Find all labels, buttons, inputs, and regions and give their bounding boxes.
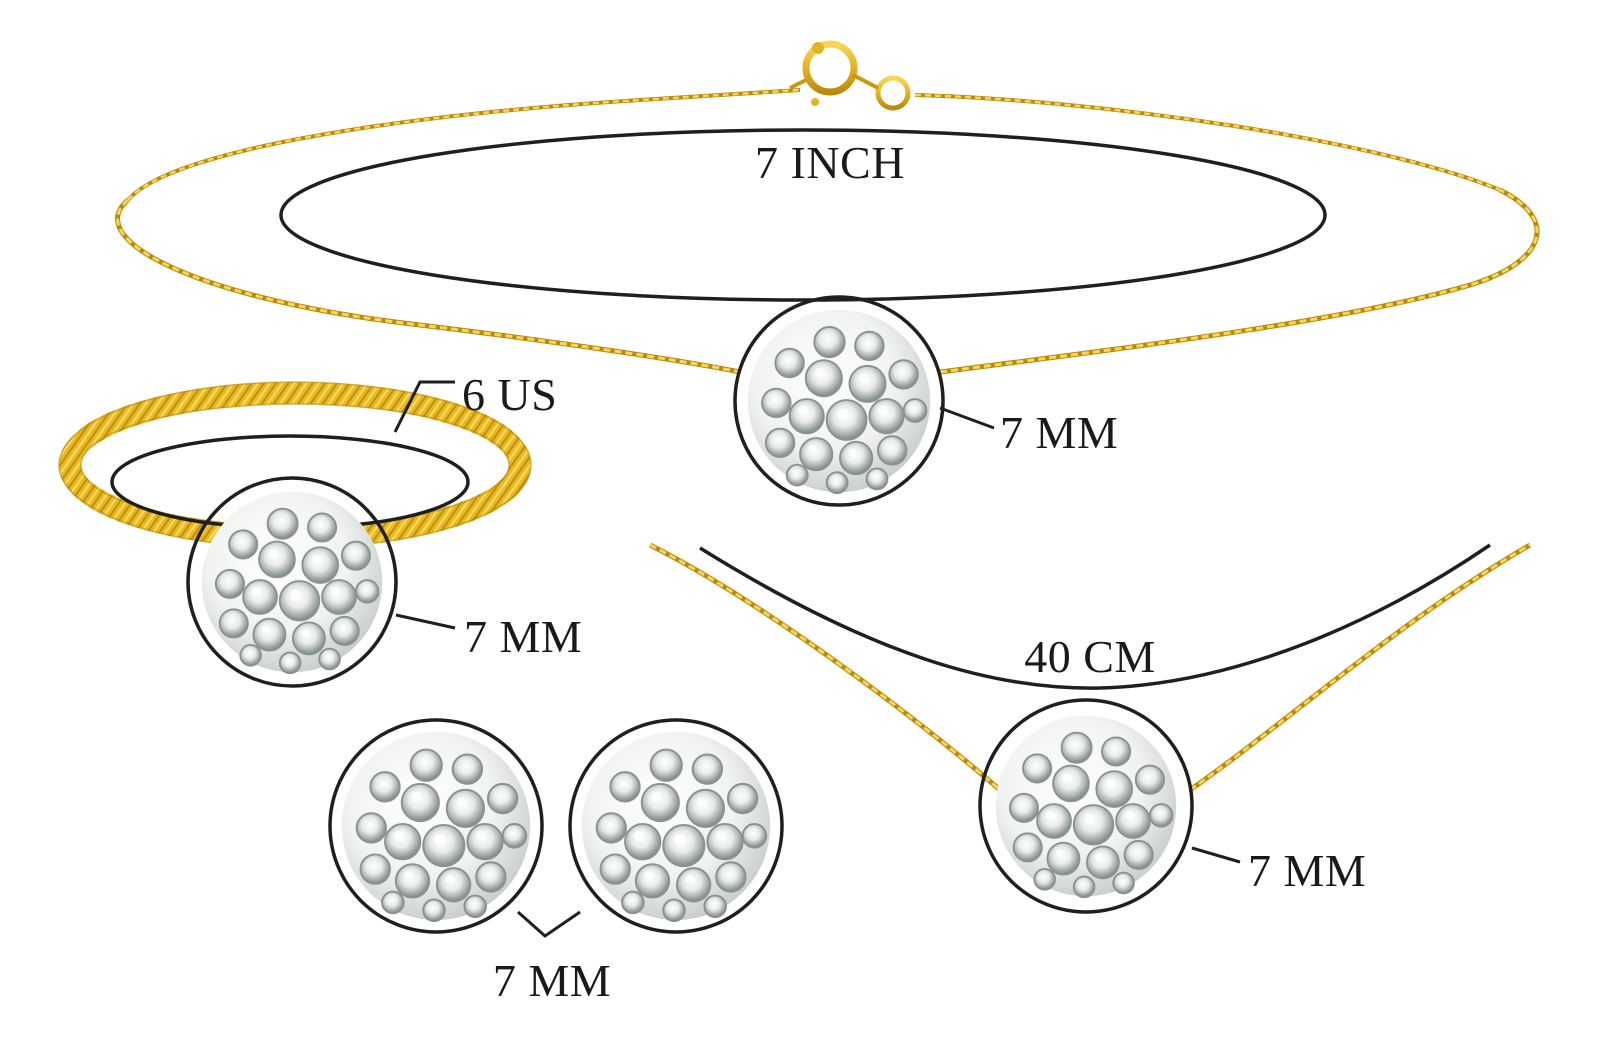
earring-left-crystal-ball <box>340 730 532 923</box>
bracelet-crystal-ball <box>746 308 932 495</box>
bracelet-length-outline <box>279 128 1327 302</box>
ring-ball-label: 7 MM <box>464 611 582 662</box>
bracelet-chain <box>115 88 1540 375</box>
necklace-crystal-ball <box>994 714 1178 899</box>
ring-ball-leader <box>395 613 456 630</box>
necklace-ball-label: 7 MM <box>1248 845 1366 896</box>
necklace: 40 CM 7 MM <box>648 542 1532 914</box>
earrings: 7 MM <box>328 718 784 1006</box>
necklace-ball-outline <box>978 698 1194 914</box>
necklace-ball-leader <box>1191 846 1241 864</box>
bracelet-clasp <box>789 40 911 111</box>
earring-right-crystal-ball <box>580 730 772 923</box>
ring: 6 US 7 MM <box>58 369 582 688</box>
bracelet: 7 INCH 7 MM <box>115 40 1540 507</box>
necklace-length-outline <box>699 543 1491 690</box>
earrings-ball-label: 7 MM <box>493 955 611 1006</box>
bracelet-ball-label: 7 MM <box>1000 407 1118 458</box>
ring-crystal-ball <box>200 490 384 675</box>
necklace-chain-right <box>1188 542 1532 793</box>
earring-left-outline <box>328 718 544 934</box>
ring-ball-outline <box>186 476 398 688</box>
earring-right-outline <box>568 718 784 934</box>
bracelet-ball-leader <box>939 406 995 430</box>
bracelet-ball-outline <box>733 295 945 507</box>
ring-size-label: 6 US <box>462 369 557 420</box>
bracelet-length-label: 7 INCH <box>755 137 905 188</box>
earrings-ball-leader <box>517 910 581 938</box>
necklace-length-label: 40 CM <box>1024 631 1156 682</box>
ring-size-leader <box>393 380 455 433</box>
